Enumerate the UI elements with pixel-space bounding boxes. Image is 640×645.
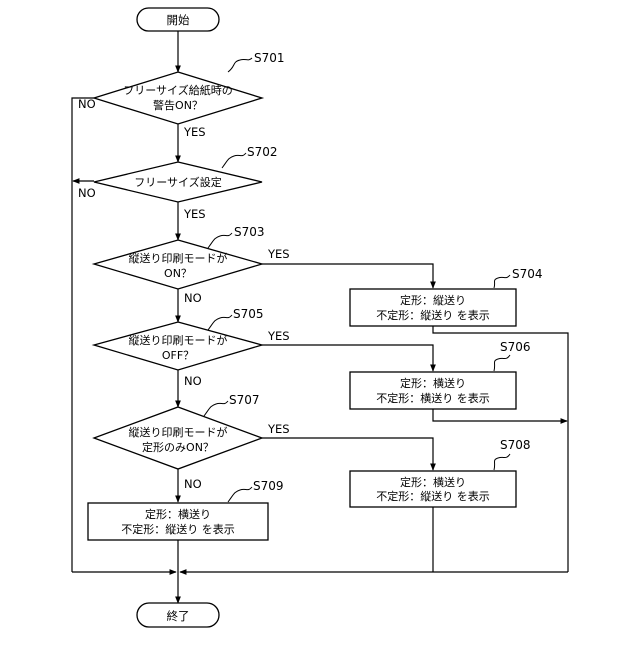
leader-s707 (204, 401, 228, 416)
leader-s708 (494, 454, 510, 470)
step-label-s703: S703 (234, 225, 265, 239)
decision-d703-line2: ON？ (164, 267, 192, 280)
process-p706-line2: 不定形：横送り を表示 (376, 391, 490, 405)
connector-p706-right-rail (433, 409, 567, 421)
branch-no-707: NO (184, 477, 202, 491)
branch-yes-705: YES (267, 329, 290, 343)
step-label-s704: S704 (512, 267, 543, 281)
decision-d701-line2: 警告ON？ (153, 98, 203, 112)
leader-s702 (222, 153, 246, 168)
step-label-s709: S709 (253, 479, 284, 493)
branch-yes-707: YES (267, 422, 290, 436)
step-label-s702: S702 (247, 145, 278, 159)
step-label-s701: S701 (254, 51, 285, 65)
connector-d705-yes-p706 (262, 345, 433, 371)
process-p706-line1: 定形：横送り (400, 376, 466, 390)
decision-d707-line2: 定形のみON？ (142, 440, 214, 454)
decision-d705-line1: 縦送り印刷モードが (129, 333, 228, 347)
decision-d703-line1: 縦送り印刷モードが (129, 251, 228, 265)
step-label-s706: S706 (500, 340, 531, 354)
leader-s706 (494, 355, 510, 371)
branch-no-705: NO (184, 374, 202, 388)
process-p709-line2: 不定形：縦送り を表示 (121, 522, 235, 536)
decision-d701 (94, 72, 262, 124)
branch-yes-703: YES (267, 247, 290, 261)
leader-s704 (494, 275, 510, 288)
connector-d707-yes-p708 (262, 438, 433, 470)
terminal-end-label: 終了 (167, 609, 190, 623)
decision-d705-line2: OFF？ (162, 349, 194, 362)
process-p704-line1: 定形：縦送り (400, 293, 466, 307)
terminal-start-label: 開始 (167, 13, 190, 27)
branch-no-702: NO (78, 186, 96, 200)
leader-s705 (208, 315, 232, 330)
branch-no-701: NO (78, 97, 96, 111)
process-p704-line2: 不定形：縦送り を表示 (376, 308, 490, 322)
step-label-s708: S708 (500, 438, 531, 452)
leader-s709 (228, 487, 252, 502)
leader-s701 (228, 58, 252, 72)
branch-yes-701: YES (183, 125, 206, 139)
step-label-s705: S705 (233, 307, 264, 321)
branch-yes-702: YES (183, 207, 206, 221)
process-p708-line1: 定形：横送り (400, 475, 466, 489)
connector-d703-yes-p704 (262, 264, 433, 288)
decision-d707-line1: 縦送り印刷モードが (129, 425, 228, 439)
branch-no-703: NO (184, 291, 202, 305)
connector-d701-no-rail (72, 98, 94, 572)
decision-d701-line1: フリーサイズ給紙時の (123, 83, 232, 97)
leader-s703 (208, 233, 232, 248)
process-p702-text: フリーサイズ設定 (134, 175, 221, 189)
process-p709-line1: 定形：横送り (145, 507, 211, 521)
process-p708-line2: 不定形：縦送り を表示 (376, 489, 490, 503)
step-label-s707: S707 (229, 393, 260, 407)
